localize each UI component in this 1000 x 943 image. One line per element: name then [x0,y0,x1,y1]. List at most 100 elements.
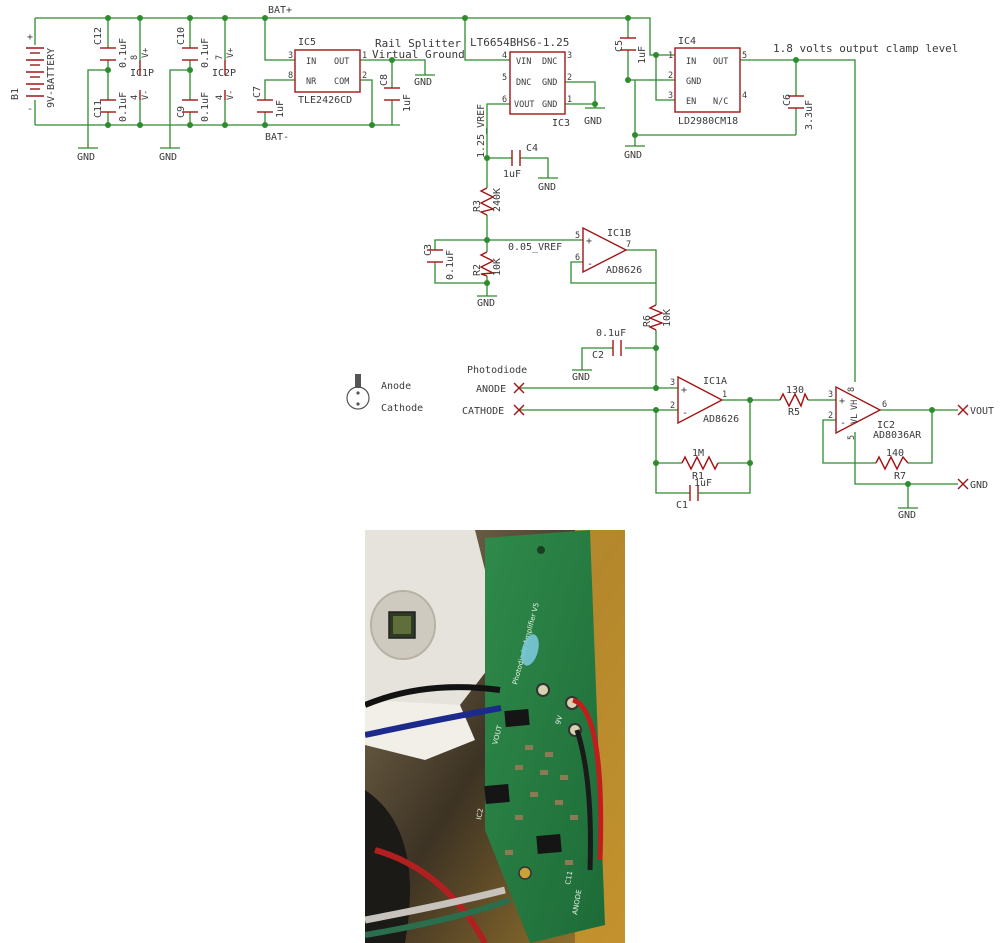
pcb-board [485,530,605,943]
ic4-body [674,47,741,113]
pcb-passives [505,745,578,865]
silk-c11: C11 [564,870,574,885]
pcb-pad [518,866,532,880]
gnd-label-2: GND [159,152,177,163]
ic3-ref: IC3 [552,118,570,129]
ic3-pin-dnc2: DNC [516,78,531,88]
r5-ref: R5 [788,407,800,418]
header-pin-1 [536,683,550,697]
gnd-label-5: GND [624,150,642,161]
ic2-pin5: 5 [847,435,857,440]
c8-ref: C8 [379,74,390,86]
gnd-label-4: GND [584,116,602,127]
photodiode-title: Photodiode [467,365,527,376]
ic2p-vminus: V- [226,90,236,100]
ic4-pinnum-nc: 4 [742,91,747,101]
pcb-ic-2 [484,783,510,805]
svg-text:-: - [27,104,33,115]
red-wire [571,697,604,861]
battery-value: 9V-BATTERY [46,48,57,108]
gnd-label-7: GND [477,298,495,309]
r2-value: 10K [492,258,503,276]
ic3-body [509,51,566,115]
ic1a-triangle [677,375,724,425]
ic2-pin8: 8 [847,387,857,392]
blue-wire [365,705,502,738]
ic1a-pin3: 3 [670,378,675,388]
green-wire [365,897,512,938]
c2-value: 0.1uF [596,328,626,339]
battery-ref: B1 [10,88,21,100]
white-wire [365,886,506,924]
c2-ref: C2 [592,350,604,361]
pcb-ic-1 [504,708,530,728]
vout-x-marker [957,404,969,416]
ic1b-pin5: 5 [575,231,580,241]
c7-value: 1uF [275,100,286,118]
bat-plus-label: BAT+ [268,5,292,16]
ic1a-part: AD8626 [703,414,739,425]
ic3-pin-dnc1: DNC [542,57,557,67]
c6-value: 3.3uF [804,100,815,130]
ic3-pinnum-gnd2: 1 [567,95,572,105]
ic5-ref: IC5 [298,37,316,48]
c12-value: 0.1uF [118,38,129,68]
r7-value: 140 [886,448,904,459]
ic2-triangle [835,385,882,435]
cathode-x-marker [513,404,525,416]
gnd-label-9: GND [898,510,916,521]
c5-value: 1uF [637,46,648,64]
r3-value: 240K [492,188,503,212]
pcb-ic-3 [536,833,562,855]
anode-net-label: ANODE [476,384,506,395]
r5-value: 130 [786,385,804,396]
r6-ref: R6 [642,315,653,327]
r2-ref: R2 [472,264,483,276]
ic3-pin-vout: VOUT [514,100,534,110]
ic1b-minus: - [587,259,593,270]
ic2-ref: IC2 [877,420,895,431]
ic4-pin-gnd: GND [686,77,701,87]
ic5-pin-nr: NR [306,77,317,87]
mount-hole [537,546,545,554]
r7-ref: R7 [894,471,906,482]
r1-value: 1M [692,448,704,459]
ic5-pinnum-com: 2 [362,71,367,81]
gnd-label-8: GND [572,372,590,383]
wires [34,17,958,508]
c8-value: 1uF [402,94,413,112]
anode-pin-label: Anode [381,381,411,392]
ic1b-pin6: 6 [575,253,580,263]
ic5-note-1: Rail Splitter [375,37,461,50]
ic1p-pin4: 4 [130,95,140,100]
ic4-pin-nc: N/C [713,97,728,107]
c10-ref: C10 [176,27,187,45]
ic2p-ref: IC2P [212,68,236,79]
c11-value: 0.1uF [118,92,129,122]
ic5-pin-out: OUT [334,57,349,67]
c4-value: 1uF [503,169,521,180]
ic3-part: LT6654BHS6-1.25 [470,36,569,49]
r5-body [779,392,809,408]
ic1p-pin8: 8 [130,55,140,60]
bat-minus-label: BAT- [265,132,289,143]
ic1a-pin2: 2 [670,401,675,411]
ic4-pin-en: EN [686,97,696,107]
ic3-pin-gnd1: GND [542,78,557,88]
ic3-pinnum-dnc2: 5 [502,73,507,83]
vout-label: VOUT [970,406,994,417]
cathode-pin-label: Cathode [381,403,423,414]
ic2-vl: VL [850,414,860,424]
battery-symbol: + - [26,32,44,115]
ic1p-vplus: V+ [141,48,151,58]
ic5-pinnum-out: 1 [362,51,367,61]
ic1a-ref: IC1A [703,376,727,387]
black-wire [365,684,501,708]
c9-value: 0.1uF [200,92,211,122]
gnd-label-3: GND [414,77,432,88]
ic5-part: TLE2426CD [298,95,352,106]
photodiode-package-icon [346,374,370,410]
junction-dots [105,15,935,487]
c3-ref: C3 [423,244,434,256]
ic3-pinnum-dnc1: 3 [567,51,572,61]
